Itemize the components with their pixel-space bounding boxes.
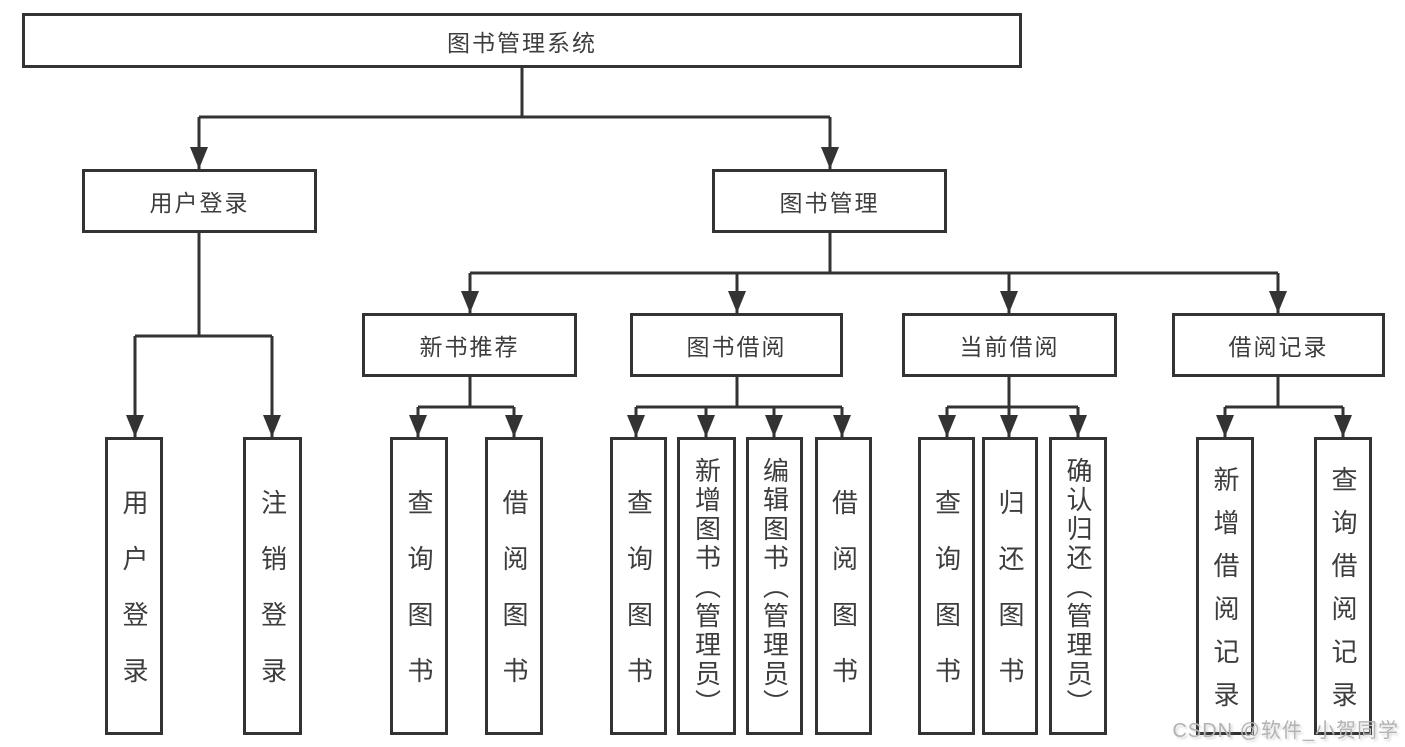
- node-label: 新书推荐: [419, 334, 520, 360]
- node-label: 注销登录: [257, 489, 288, 713]
- node-label: 借阅图书: [499, 489, 529, 713]
- leaf-add-books-admin: 新增图书（管理员）: [677, 437, 736, 735]
- connector-book-management-branch: [461, 233, 1287, 313]
- node-label: 图书管理: [779, 190, 880, 216]
- leaf-query-books-current: 查询图书: [918, 437, 975, 735]
- leaf-borrow-books-borrow: 借阅图书: [815, 437, 872, 735]
- node-label: 用户登录: [119, 489, 149, 713]
- leaf-return-books: 归还图书: [982, 437, 1038, 735]
- node-new-book-recommendation: 新书推荐: [362, 313, 577, 377]
- connector-borrow-records-branch: [1216, 377, 1352, 437]
- node-label: 确认归还（管理员）: [1063, 457, 1093, 718]
- node-borrowing-records: 借阅记录: [1172, 313, 1385, 377]
- leaf-user-login: 用户登录: [105, 437, 163, 735]
- down-arrow-icon: [1334, 415, 1352, 437]
- node-label: 借阅图书: [828, 489, 859, 713]
- down-arrow-icon: [190, 147, 208, 169]
- node-user-login: 用户登录: [82, 169, 317, 233]
- node-current-borrowing: 当前借阅: [902, 313, 1117, 377]
- connector-current-borrow-branch: [938, 377, 1087, 437]
- node-label: 图书管理系统: [447, 29, 597, 56]
- down-arrow-icon: [1000, 415, 1018, 437]
- csdn-watermark: CSDN @软件_小贺同学: [1172, 720, 1399, 742]
- down-arrow-icon: [938, 415, 956, 437]
- leaf-edit-books-admin: 编辑图书（管理员）: [746, 437, 803, 735]
- down-arrow-icon: [627, 415, 645, 437]
- leaf-logout-login: 注销登录: [243, 437, 302, 735]
- node-label: 编辑图书（管理员）: [759, 457, 790, 718]
- connector-user-login-branch: [126, 233, 281, 437]
- down-arrow-icon: [461, 291, 479, 313]
- node-book-borrowing: 图书借阅: [630, 313, 843, 377]
- leaf-add-borrow-record: 新增借阅记录: [1196, 437, 1254, 735]
- leaf-query-books-borrow: 查询图书: [610, 437, 667, 735]
- node-label: 当前借阅: [959, 334, 1060, 360]
- down-arrow-icon: [1269, 291, 1287, 313]
- down-arrow-icon: [1000, 291, 1018, 313]
- down-arrow-icon: [263, 415, 281, 437]
- node-label: 归还图书: [995, 489, 1025, 713]
- node-label: 查询图书: [623, 489, 654, 713]
- leaf-query-borrow-record: 查询借阅记录: [1314, 437, 1372, 735]
- node-label: 图书借阅: [686, 334, 787, 360]
- leaf-borrow-books-recommend: 借阅图书: [485, 437, 543, 735]
- down-arrow-icon: [821, 147, 839, 169]
- node-label: 查询图书: [931, 489, 962, 713]
- connector-new-book-branch: [409, 377, 523, 437]
- down-arrow-icon: [126, 415, 144, 437]
- leaf-confirm-return-admin: 确认归还（管理员）: [1049, 437, 1107, 735]
- node-label: 用户登录: [149, 190, 250, 216]
- down-arrow-icon: [505, 415, 523, 437]
- node-label: 查询图书: [404, 489, 434, 713]
- down-arrow-icon: [1069, 415, 1087, 437]
- down-arrow-icon: [697, 415, 715, 437]
- connector-book-borrow-branch: [627, 377, 851, 437]
- node-label: 查询借阅记录: [1328, 465, 1358, 724]
- node-book-management: 图书管理: [712, 169, 947, 233]
- connector-root-branch: [190, 68, 839, 169]
- leaf-query-books-recommend: 查询图书: [390, 437, 448, 735]
- node-label: 新增借阅记录: [1210, 465, 1240, 724]
- node-label: 新增图书（管理员）: [691, 457, 722, 718]
- down-arrow-icon: [1216, 415, 1234, 437]
- node-label: 借阅记录: [1228, 334, 1329, 360]
- down-arrow-icon: [409, 415, 427, 437]
- node-library-management-system: 图书管理系统: [22, 13, 1022, 68]
- down-arrow-icon: [765, 415, 783, 437]
- down-arrow-icon: [728, 291, 746, 313]
- down-arrow-icon: [833, 415, 851, 437]
